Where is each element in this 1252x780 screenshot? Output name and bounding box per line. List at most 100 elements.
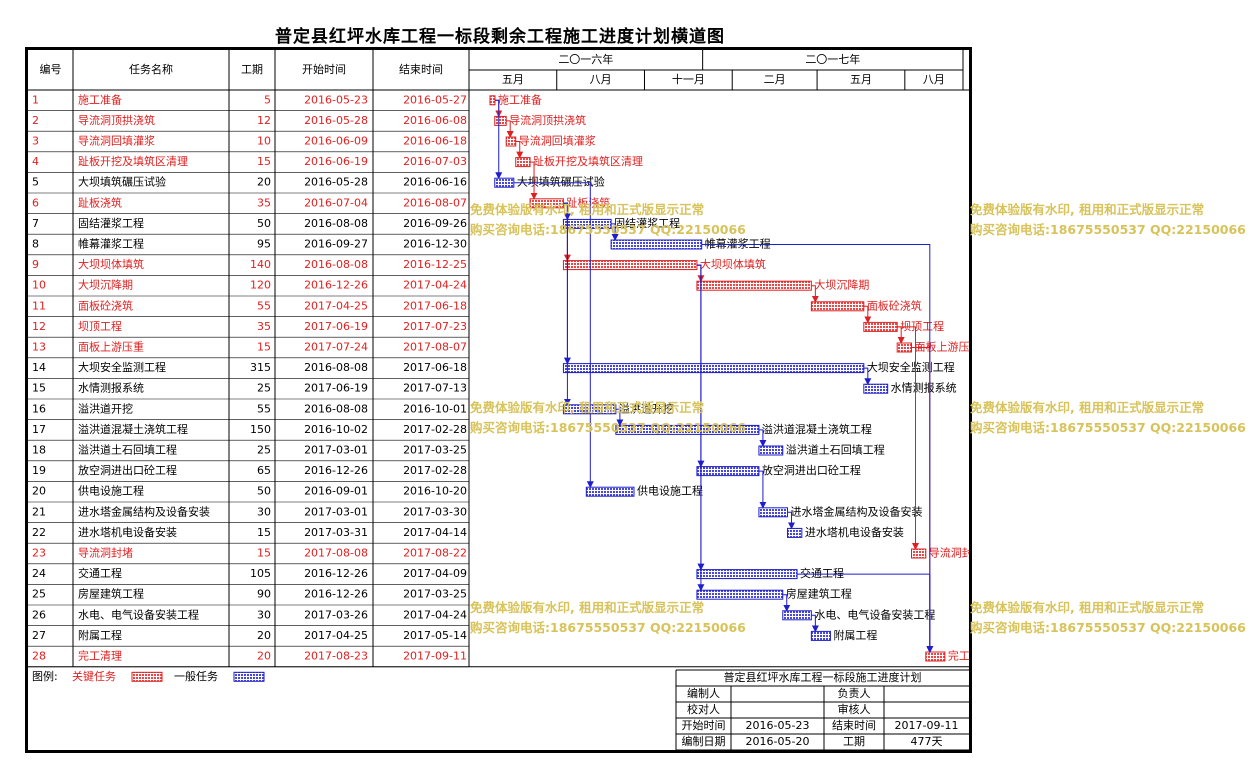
gantt-bar — [562, 404, 617, 415]
task-id: 23 — [32, 547, 46, 560]
task-start: 2016-06-09 — [304, 135, 368, 148]
info-cell: 负责人 — [838, 686, 871, 700]
bar-label: 附属工程 — [833, 628, 877, 642]
month-label: 五月 — [502, 73, 524, 86]
task-end: 2016-12-25 — [403, 258, 467, 271]
task-start: 2016-12-26 — [304, 567, 368, 580]
legend-label: 图例: — [32, 669, 58, 683]
task-name: 溢洪道混凝土浇筑工程 — [78, 422, 188, 436]
task-name: 溢洪道土石回填工程 — [78, 443, 177, 457]
gantt-bar — [863, 321, 898, 332]
task-start: 2016-08-08 — [304, 402, 368, 415]
task-name: 坝顶工程 — [78, 319, 122, 333]
task-end: 2017-02-28 — [403, 464, 467, 477]
task-end: 2016-06-18 — [403, 135, 467, 148]
task-id: 2 — [32, 114, 39, 127]
task-name: 大坝安全监测工程 — [78, 360, 166, 374]
task-duration: 10 — [257, 135, 271, 148]
task-duration: 95 — [257, 238, 271, 251]
bar-label: 溢洪道土石回填工程 — [786, 443, 885, 457]
task-start: 2016-08-08 — [304, 258, 368, 271]
task-end: 2017-07-13 — [403, 382, 467, 395]
bar-label: 坝顶工程 — [900, 319, 944, 333]
gantt-bar — [562, 260, 698, 271]
gantt-bar — [896, 342, 913, 353]
dependency-link — [615, 408, 624, 427]
dependency-link — [696, 264, 705, 571]
bar-label: 供电设施工程 — [637, 484, 703, 498]
year-label: 二〇一六年 — [558, 52, 613, 66]
task-id: 19 — [32, 464, 46, 477]
bar-label: 面板砼浇筑 — [867, 298, 922, 312]
bar-label: 导流洞封堵 — [929, 546, 969, 560]
task-duration: 140 — [250, 258, 271, 271]
bar-label: 趾板浇筑 — [566, 195, 610, 209]
task-start: 2017-04-25 — [304, 299, 368, 312]
bar-label: 进水塔金属结构及设备安装 — [791, 504, 923, 518]
task-id: 25 — [32, 588, 46, 601]
task-duration: 20 — [257, 176, 271, 189]
task-id: 15 — [32, 382, 46, 395]
task-duration: 50 — [257, 485, 271, 498]
gantt-bar — [758, 445, 784, 456]
task-duration: 55 — [257, 299, 271, 312]
task-end: 2017-03-25 — [403, 444, 467, 457]
bar-label: 大坝沉降期 — [814, 278, 869, 292]
task-id: 20 — [32, 485, 46, 498]
task-name: 面板上游压重 — [78, 340, 144, 354]
task-name: 帷幕灌浆工程 — [78, 237, 144, 251]
info-cell: 结束时间 — [832, 719, 876, 732]
watermark-2: 免费体验版有水印, 租用和正式版显示正常 购买咨询电话:18675550537 … — [970, 200, 1246, 240]
bar-label: 交通工程 — [800, 566, 844, 580]
legend-normal-swatch — [233, 671, 265, 682]
month-label: 二月 — [764, 73, 786, 86]
task-duration: 65 — [257, 464, 271, 477]
watermark-line2: 购买咨询电话:18675550537 QQ:22150066 — [970, 620, 1246, 635]
task-name: 大坝填筑碾压试验 — [78, 175, 166, 189]
task-start: 2016-07-04 — [304, 196, 368, 209]
task-name: 溢洪道开挖 — [78, 401, 133, 415]
dependency-link — [515, 141, 524, 159]
task-name: 施工准备 — [78, 92, 122, 106]
task-end: 2017-04-24 — [403, 279, 467, 292]
watermark-line2: 购买咨询电话:18675550537 QQ:22150066 — [970, 222, 1246, 237]
task-id: 22 — [32, 526, 46, 539]
task-duration: 35 — [257, 196, 271, 209]
task-duration: 30 — [257, 505, 271, 518]
gantt-bar — [911, 548, 927, 559]
dependency-link — [787, 511, 796, 530]
task-duration: 150 — [250, 423, 271, 436]
bar-label: 导流洞回填灌浆 — [519, 134, 596, 148]
task-duration: 15 — [257, 341, 271, 354]
bar-label: 帷幕灌浆工程 — [705, 237, 771, 251]
task-end: 2017-08-07 — [403, 341, 467, 354]
bar-label: 大坝填筑碾压试验 — [517, 175, 605, 189]
bar-label: 水电、电气设备安装工程 — [814, 607, 935, 621]
watermark-line2: 购买咨询电话:18675550537 QQ:22150066 — [970, 420, 1246, 435]
info-title: 普定县红坪水库工程一标段施工进度计划 — [724, 670, 922, 684]
gantt-bar — [615, 424, 760, 435]
task-duration: 15 — [257, 547, 271, 560]
bar-label: 趾板开挖及填筑区清理 — [533, 154, 643, 168]
gantt-bar — [562, 363, 865, 374]
dependency-link — [782, 594, 791, 612]
task-name: 面板砼浇筑 — [78, 298, 133, 312]
task-start: 2016-05-28 — [304, 114, 368, 127]
task-name: 导流洞回填灌浆 — [78, 134, 155, 148]
task-end: 2017-03-25 — [403, 588, 467, 601]
year-label: 二〇一七年 — [805, 52, 860, 66]
task-duration: 315 — [250, 361, 271, 374]
task-end: 2017-04-24 — [403, 608, 467, 621]
legend-normal-label: 一般任务 — [174, 670, 218, 683]
task-end: 2016-10-20 — [403, 485, 467, 498]
dependency-link — [530, 161, 538, 200]
task-start: 2017-06-19 — [304, 382, 368, 395]
month-label: 八月 — [923, 73, 945, 86]
task-start: 2016-09-27 — [304, 238, 368, 251]
task-duration: 55 — [257, 402, 271, 415]
gantt-bar — [696, 569, 798, 580]
dependency-link — [811, 285, 819, 303]
bar-label: 面板上游压重 — [915, 340, 969, 354]
task-start: 2017-03-01 — [304, 444, 368, 457]
